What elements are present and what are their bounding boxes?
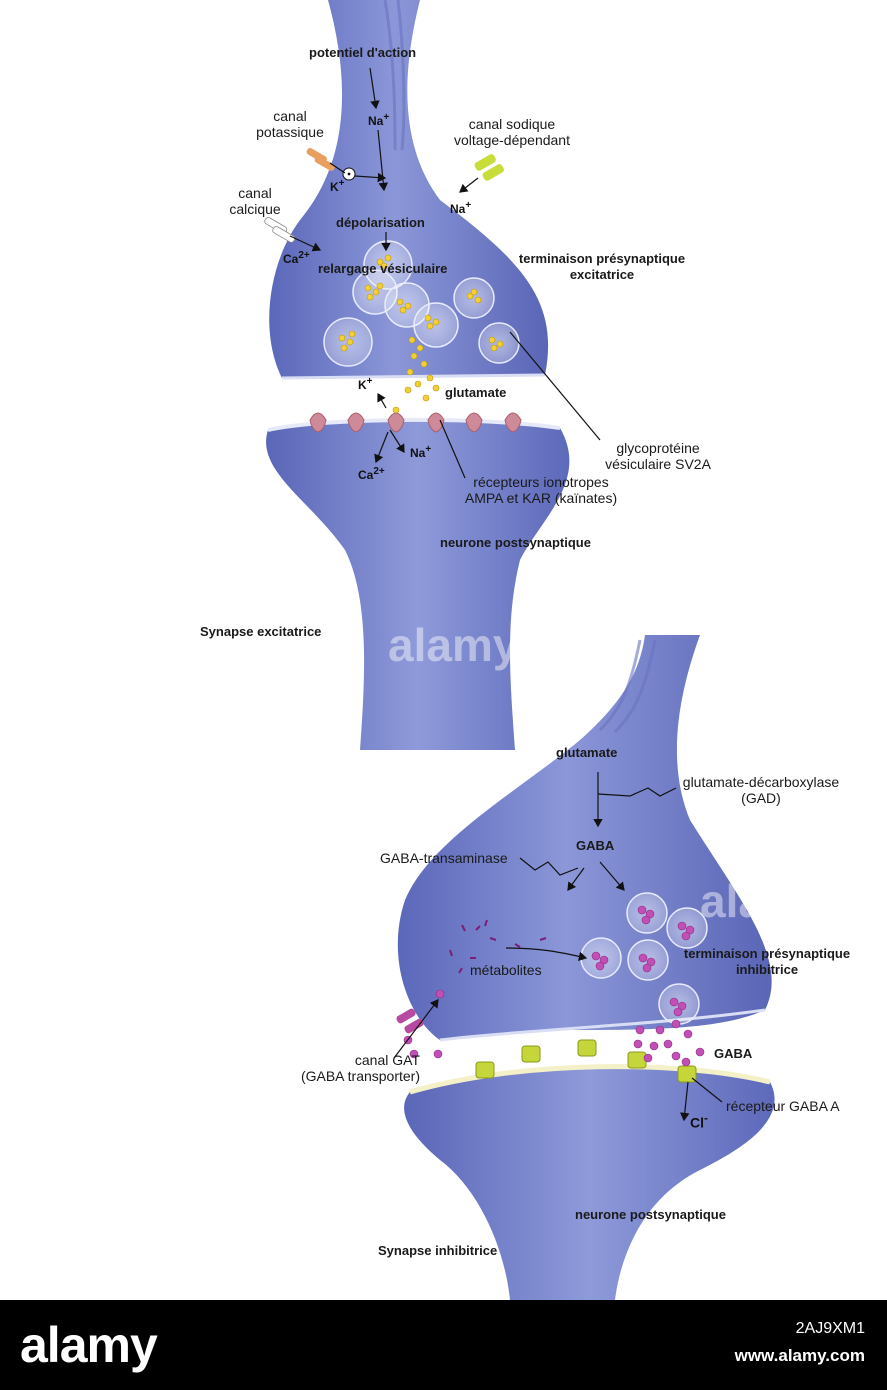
label-k-plus: K+ [330,178,345,194]
label-ca-post: Ca2+ [358,466,385,482]
excitatory-vesicles [323,240,520,367]
stock-footer: alamy 2AJ9XM1 www.alamy.com [0,1300,887,1390]
label-neurone-post-excit: neurone postsynaptique [440,535,591,550]
gat-channel [396,1008,424,1034]
title-synapse-excitatrice: Synapse excitatrice [200,624,322,639]
label-na-top: Na+ [368,112,390,128]
label-relargage: relargage vésiculaire [318,261,448,276]
gaba-molecules [403,905,705,1067]
label-glutamate-excit: glutamate [445,385,507,400]
sodium-channel [474,154,504,181]
label-gaba-transaminase: GABA-transaminase [380,850,508,866]
watermark: alamy [388,619,519,671]
label-ca-plus: Ca2+ [283,250,310,266]
glutamate-molecules [338,254,504,414]
label-recepteur-gaba-a: récepteur GABA A [726,1098,840,1114]
label-gaba-top: GABA [576,838,615,853]
potassium-channel [306,147,335,171]
image-code: 2AJ9XM1 [795,1320,865,1337]
label-cl-minus: Cl- [690,1112,708,1131]
label-metabolites: métabolites [470,962,542,978]
label-na-post: Na+ [410,444,432,460]
label-canal-gat: canal GAT(GABA transporter) [300,1052,420,1084]
label-neurone-post-inhib: neurone postsynaptique [575,1207,726,1222]
label-potentiel-action: potentiel d'action [309,45,417,60]
watermark: alamy [700,875,831,927]
label-na-right: Na+ [450,200,472,216]
gaba-a-receptors [475,1039,697,1083]
label-k-cleft: K+ [358,376,373,392]
label-gaba-cleft: GABA [714,1046,753,1061]
calcium-channel [264,217,296,243]
label-gad: glutamate-décarboxylase(GAD) [682,774,840,806]
inhibitory-postsynaptic-neuron [404,1066,775,1300]
title-synapse-inhibitrice: Synapse inhibitrice [378,1243,498,1258]
excitatory-postsynaptic-neuron [266,419,570,750]
metabolite-fragments [449,919,547,974]
synapse-artwork [264,0,775,1300]
alamy-logo[interactable]: alamy [20,1317,158,1373]
site-link[interactable]: www.alamy.com [734,1346,865,1365]
label-depolarisation: dépolarisation [336,215,425,230]
label-glutamate-inhib: glutamate [556,745,618,760]
